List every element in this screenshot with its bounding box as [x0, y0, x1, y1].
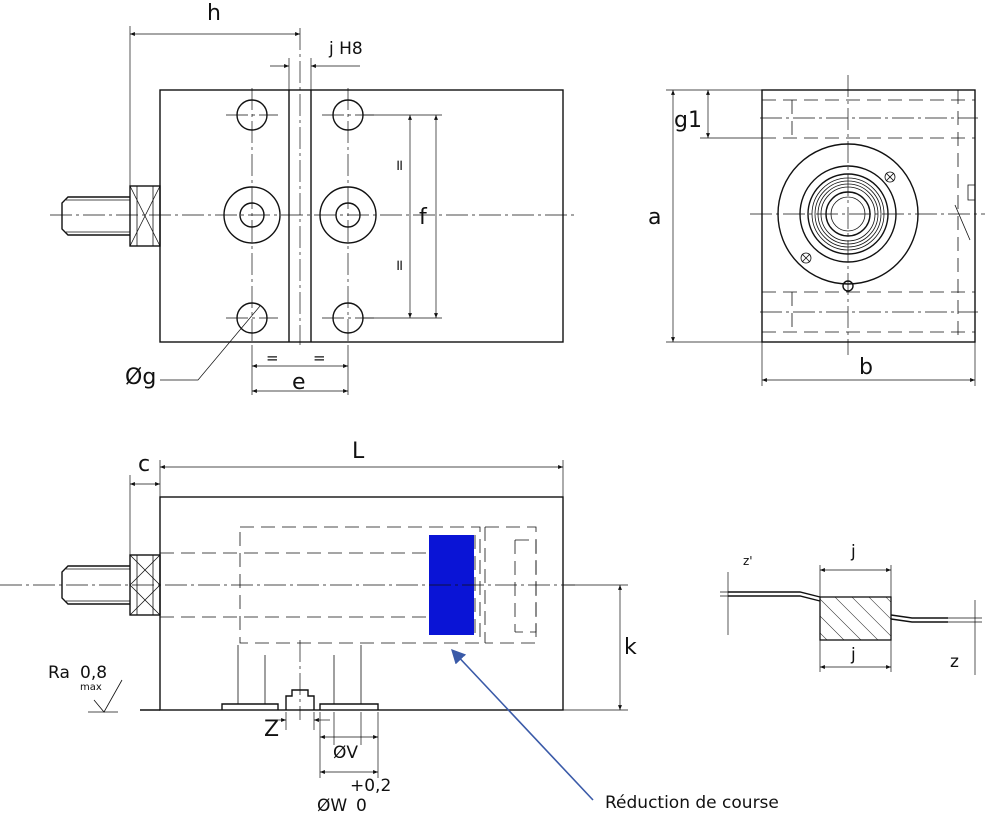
callout-label: Réduction de course: [605, 793, 779, 813]
label-ra-value: 0,8: [80, 663, 107, 683]
label-ra-max: max: [80, 682, 102, 693]
label-ra: Ra: [48, 663, 70, 683]
label-a: a: [648, 205, 661, 230]
eq-horizontal-left: =: [266, 349, 279, 367]
eq-vertical-bottom: =: [391, 259, 409, 272]
label-L: L: [352, 439, 365, 464]
label-j-bottom: j: [850, 645, 856, 665]
label-c: c: [138, 452, 150, 477]
label-j-h8: j H8: [328, 39, 363, 59]
top-view: [50, 26, 575, 395]
label-e: e: [292, 370, 306, 395]
label-f: f: [419, 205, 428, 230]
label-k: k: [624, 635, 637, 660]
label-g1: g1: [674, 108, 702, 133]
label-tol-lower: 0: [356, 796, 367, 815]
label-phi-w: ØW: [317, 796, 347, 815]
callout-arrow: [451, 648, 594, 801]
end-view: [666, 75, 985, 386]
label-h: h: [207, 1, 221, 26]
label-j-top: j: [850, 542, 856, 562]
eq-vertical-top: =: [391, 159, 409, 172]
side-view: [0, 460, 628, 778]
label-z-prime: z': [743, 554, 753, 568]
eq-horizontal-right: =: [313, 349, 326, 367]
label-phi-v: ØV: [333, 743, 358, 763]
label-phi-g: Øg: [125, 365, 156, 390]
detail-view: [720, 565, 982, 675]
label-z: Z: [264, 717, 279, 742]
label-z-detail: z: [950, 652, 959, 672]
label-tol-upper: +0,2: [350, 776, 391, 796]
label-b: b: [859, 355, 873, 380]
